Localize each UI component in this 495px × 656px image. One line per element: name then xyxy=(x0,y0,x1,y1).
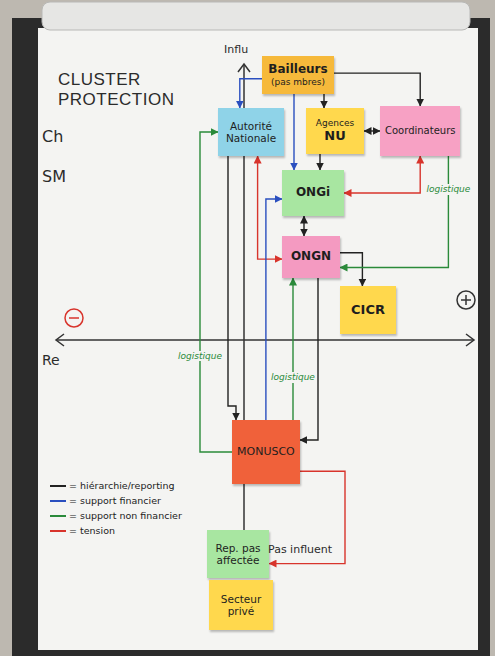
connector xyxy=(240,79,262,108)
note-text: Bailleurs xyxy=(268,63,327,77)
annotation-label: Re xyxy=(42,352,60,368)
connector xyxy=(200,132,232,452)
minus-symbol xyxy=(65,309,83,327)
connector xyxy=(340,156,448,268)
note-text: ONGN xyxy=(291,250,331,264)
edge-label: logistique xyxy=(424,184,472,195)
connector xyxy=(228,156,236,420)
connector xyxy=(269,471,345,563)
legend-swatch xyxy=(50,500,66,502)
annotation-label: Ch xyxy=(42,128,63,146)
axis-head xyxy=(56,334,64,346)
connector xyxy=(340,253,362,286)
legend-swatch xyxy=(50,515,66,517)
minus-symbol xyxy=(69,317,79,319)
annotation-label: Influ xyxy=(224,44,248,57)
legend-text: = hiérarchie/reporting xyxy=(69,480,175,491)
legend-row: = hiérarchie/reporting xyxy=(50,478,182,493)
sticky-note: Bailleurs(pas mbres) xyxy=(262,56,334,94)
sticky-note: AgencesNU xyxy=(306,108,364,154)
note-text: (pas mbres) xyxy=(271,77,325,87)
sticky-note: Secteur privé xyxy=(209,580,273,630)
legend: = hiérarchie/reporting = support financie… xyxy=(50,478,182,538)
legend-swatch xyxy=(50,530,66,532)
note-text: Autorité Nationale xyxy=(223,120,279,144)
note-text: Secteur privé xyxy=(214,593,268,617)
axis-head xyxy=(238,64,250,72)
edge-label: logistique xyxy=(176,351,224,362)
edge-label: logistique xyxy=(269,372,317,383)
sticky-note: ONGN xyxy=(282,236,340,278)
connector xyxy=(266,199,282,420)
paper-roll xyxy=(42,2,470,30)
connector xyxy=(344,156,420,193)
note-text: Rep. pas affectée xyxy=(212,542,264,566)
connector xyxy=(323,94,324,108)
legend-text: = support financier xyxy=(69,495,161,506)
legend-text: = support non financier xyxy=(69,510,182,521)
legend-swatch xyxy=(50,485,66,487)
sticky-note: Autorité Nationale xyxy=(218,108,284,156)
note-text: ONGi xyxy=(296,186,330,200)
note-text: Agences xyxy=(316,118,354,128)
board-frame xyxy=(12,18,490,656)
note-text: Coordinateurs xyxy=(385,125,455,137)
horizontal-axis xyxy=(56,339,474,341)
sticky-note: Coordinateurs xyxy=(380,106,460,156)
connector xyxy=(303,216,304,236)
connector xyxy=(319,154,320,170)
sticky-note: CICR xyxy=(340,286,396,334)
connector xyxy=(334,73,420,106)
note-text: CICR xyxy=(351,303,385,318)
sticky-note: MONUSCO xyxy=(232,420,300,484)
sticky-note: ONGi xyxy=(282,170,344,216)
connector xyxy=(300,278,318,440)
paper-sheet xyxy=(38,28,478,650)
connector xyxy=(258,156,282,259)
legend-row: = tension xyxy=(50,523,182,538)
legend-row: = support financier xyxy=(50,493,182,508)
connector xyxy=(364,130,380,131)
chart-title: CLUSTER PROTECTION xyxy=(58,70,208,111)
annotation-label: SM xyxy=(42,168,66,186)
plus-symbol xyxy=(457,291,475,309)
axis-head xyxy=(466,334,474,346)
annotation-label: Pas influent xyxy=(268,544,332,557)
note-text: NU xyxy=(324,129,345,144)
connector xyxy=(293,94,294,170)
connector xyxy=(292,278,293,420)
legend-text: = tension xyxy=(69,525,115,536)
note-text: MONUSCO xyxy=(237,446,295,459)
plus-symbol xyxy=(465,295,467,305)
legend-row: = support non financier xyxy=(50,508,182,523)
sticky-note: Rep. pas affectée xyxy=(207,530,269,578)
